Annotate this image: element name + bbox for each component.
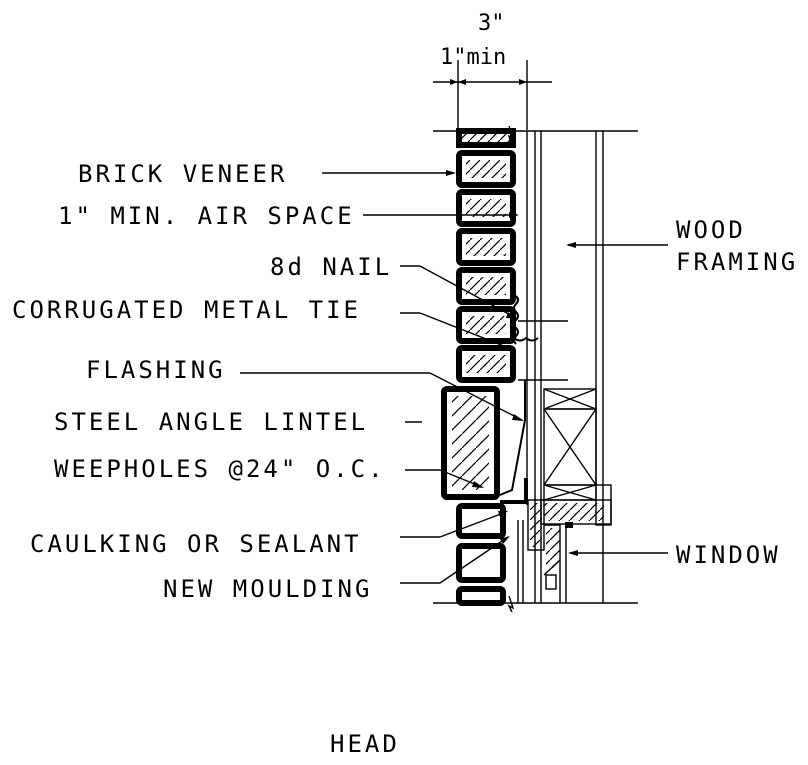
min-dimension: 1"min [440, 45, 506, 70]
label-corrugated-tie: CORRUGATED METAL TIE [12, 296, 361, 324]
label-wood-line2: FRAMING [676, 248, 798, 276]
label-steel-angle-lintel: STEEL ANGLE LINTEL [54, 408, 368, 436]
caption-head: HEAD [330, 730, 400, 758]
lower-bricks [456, 503, 506, 606]
leader-lines [240, 170, 668, 584]
brick-veneer [456, 128, 516, 383]
label-flashing: FLASHING [86, 356, 226, 384]
header-blocking [543, 388, 597, 501]
overall-dimension: 3" [478, 11, 505, 36]
label-caulking: CAULKING OR SEALANT [30, 530, 362, 558]
label-moulding: NEW MOULDING [163, 575, 372, 603]
dimension-lines [433, 60, 552, 130]
label-weepholes: WEEPHOLES @24" O.C. [54, 455, 386, 483]
label-nail: 8d NAIL [270, 253, 392, 281]
steel-angle-lintel [500, 478, 528, 504]
label-air-space: 1" MIN. AIR SPACE [58, 202, 355, 230]
lintel-brick [441, 386, 500, 500]
corrugated-tie [513, 295, 519, 345]
label-wood-line1: WOOD [676, 216, 746, 244]
wood-framing [595, 131, 604, 603]
window-frame [527, 484, 612, 603]
label-window: WINDOW [676, 541, 781, 569]
flashing [499, 380, 526, 496]
label-brick-veneer: BRICK VENEER [78, 160, 287, 188]
